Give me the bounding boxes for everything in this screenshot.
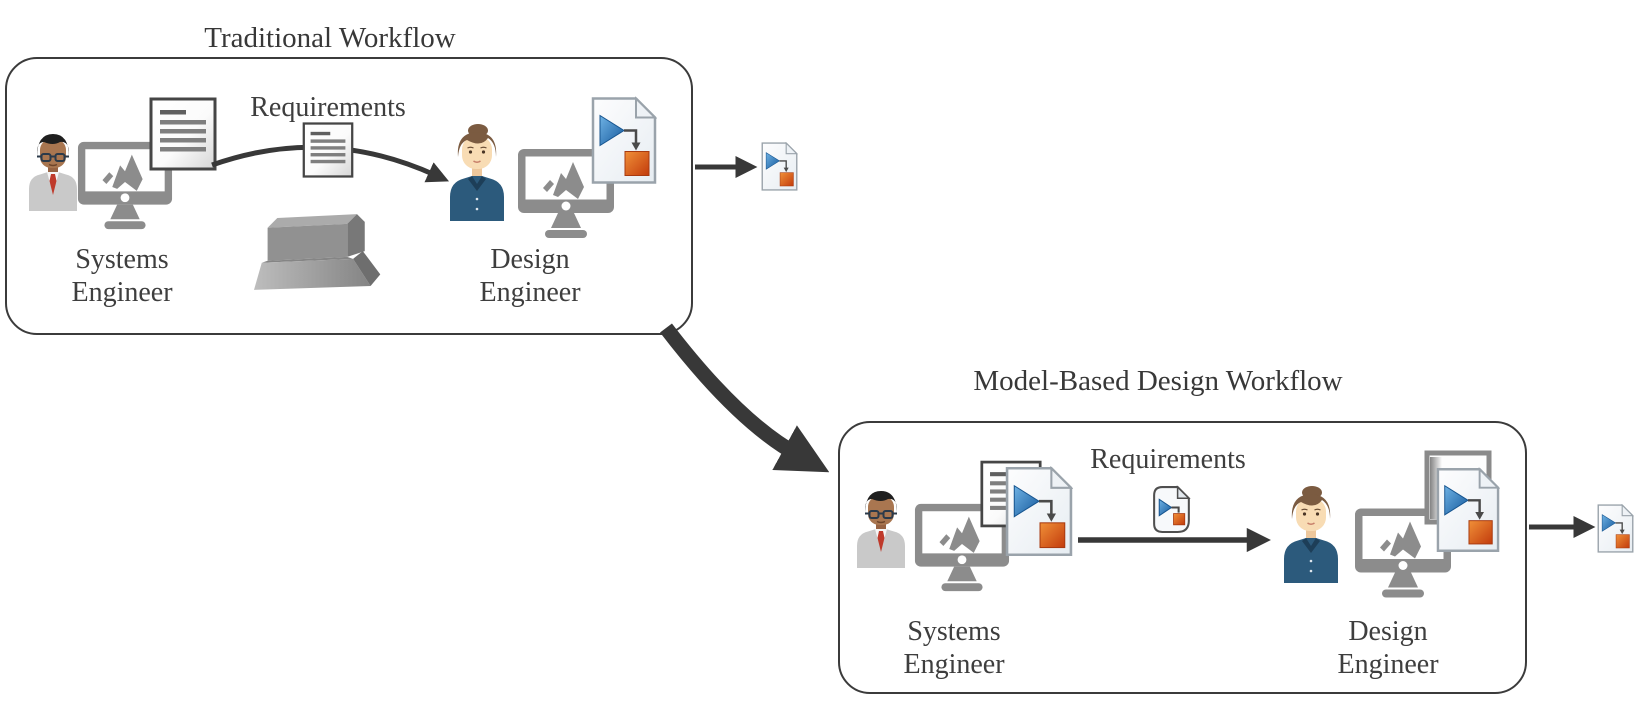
design-engineer-label: Design Engineer <box>1288 615 1488 681</box>
model-output-arrow <box>1529 515 1596 539</box>
design-engineer-avatar <box>445 121 509 221</box>
systems-engineer-label-line1: Systems <box>75 244 169 275</box>
systems-engineer-label-line1: Systems <box>907 616 1001 647</box>
systems-engineer-label-line2: Engineer <box>71 277 173 308</box>
simulink-model-file-icon <box>1597 504 1634 553</box>
simulink-model-file-icon <box>761 142 798 191</box>
design-engineer-avatar <box>1279 483 1343 583</box>
requirements-label: Requirements <box>1090 444 1246 475</box>
traditional-workflow-title: Traditional Workflow <box>204 22 456 54</box>
design-engineer-label-line2: Engineer <box>479 277 581 308</box>
simulink-model-file-icon <box>1005 466 1073 557</box>
simulink-model-file-icon <box>1436 467 1500 553</box>
model-output-arrow <box>695 155 758 179</box>
requirements-label: Requirements <box>250 92 406 123</box>
workflow-transition-arrow <box>660 323 830 473</box>
systems-engineer-avatar <box>27 131 79 211</box>
systems-engineer-label: Systems Engineer <box>22 243 222 309</box>
systems-engineer-label-line2: Engineer <box>903 649 1005 680</box>
design-engineer-label-line1: Design <box>1348 616 1428 647</box>
wall-icon <box>254 212 390 295</box>
systems-engineer-label: Systems Engineer <box>854 615 1054 681</box>
requirements-document-icon <box>302 122 354 178</box>
design-engineer-label: Design Engineer <box>430 243 630 309</box>
design-engineer-label-line2: Engineer <box>1337 649 1439 680</box>
simulink-model-file-icon <box>591 96 657 185</box>
design-engineer-label-line1: Design <box>490 244 570 275</box>
model-based-workflow-title: Model-Based Design Workflow <box>973 365 1343 397</box>
systems-engineer-avatar <box>855 488 907 568</box>
model-handoff-arrow <box>1078 527 1271 553</box>
